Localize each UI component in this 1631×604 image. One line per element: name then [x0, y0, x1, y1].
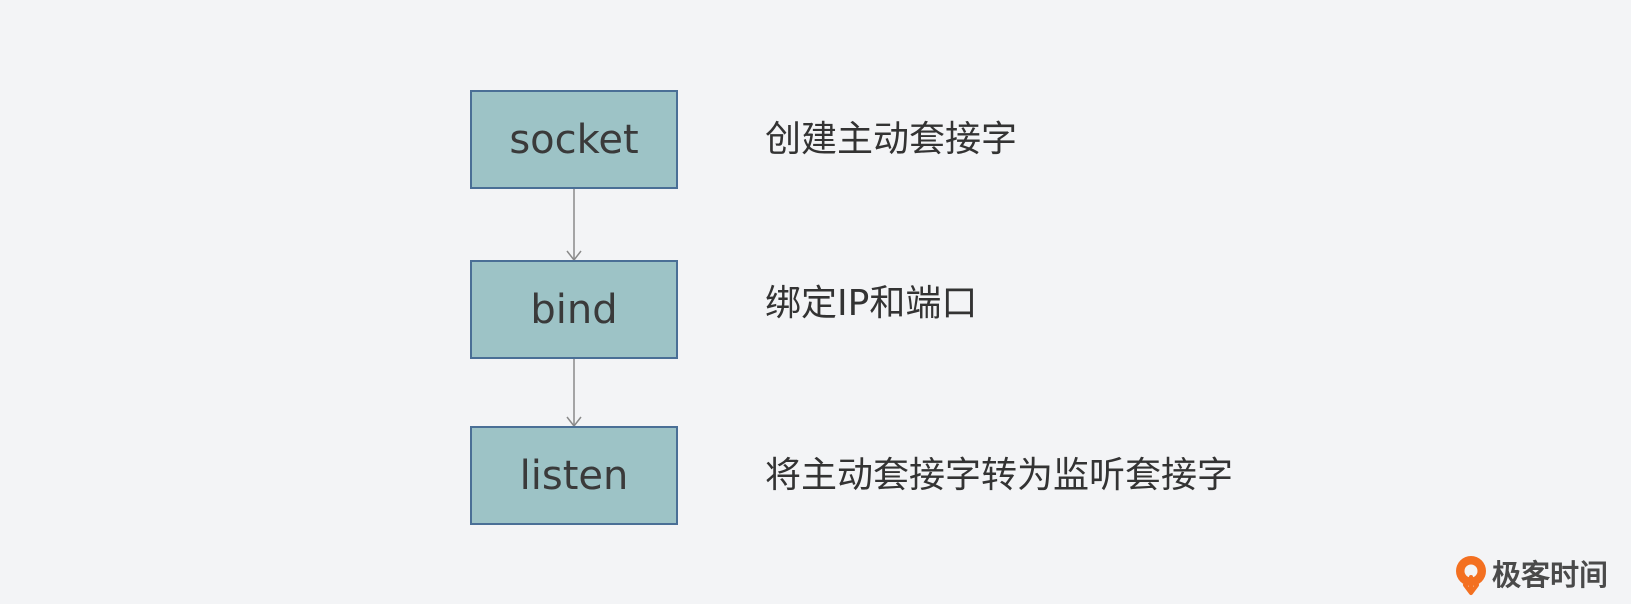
arrow-socket-to-bind — [566, 189, 582, 262]
brand-watermark: 极客时间 — [1452, 554, 1608, 596]
step-label-socket: socket — [509, 116, 639, 163]
step-description-listen: 将主动套接字转为监听套接字 — [765, 455, 1234, 496]
step-description-bind: 绑定IP和端口 — [765, 283, 978, 324]
geektime-logo-icon — [1456, 556, 1486, 595]
step-box-socket: socket — [470, 90, 678, 189]
step-label-listen: listen — [519, 452, 629, 499]
step-box-bind: bind — [470, 260, 678, 359]
step-label-bind: bind — [530, 286, 618, 333]
step-box-listen: listen — [470, 426, 678, 525]
brand-name: 极客时间 — [1492, 558, 1609, 592]
step-description-socket: 创建主动套接字 — [765, 119, 1018, 160]
arrow-bind-to-listen — [566, 359, 582, 428]
